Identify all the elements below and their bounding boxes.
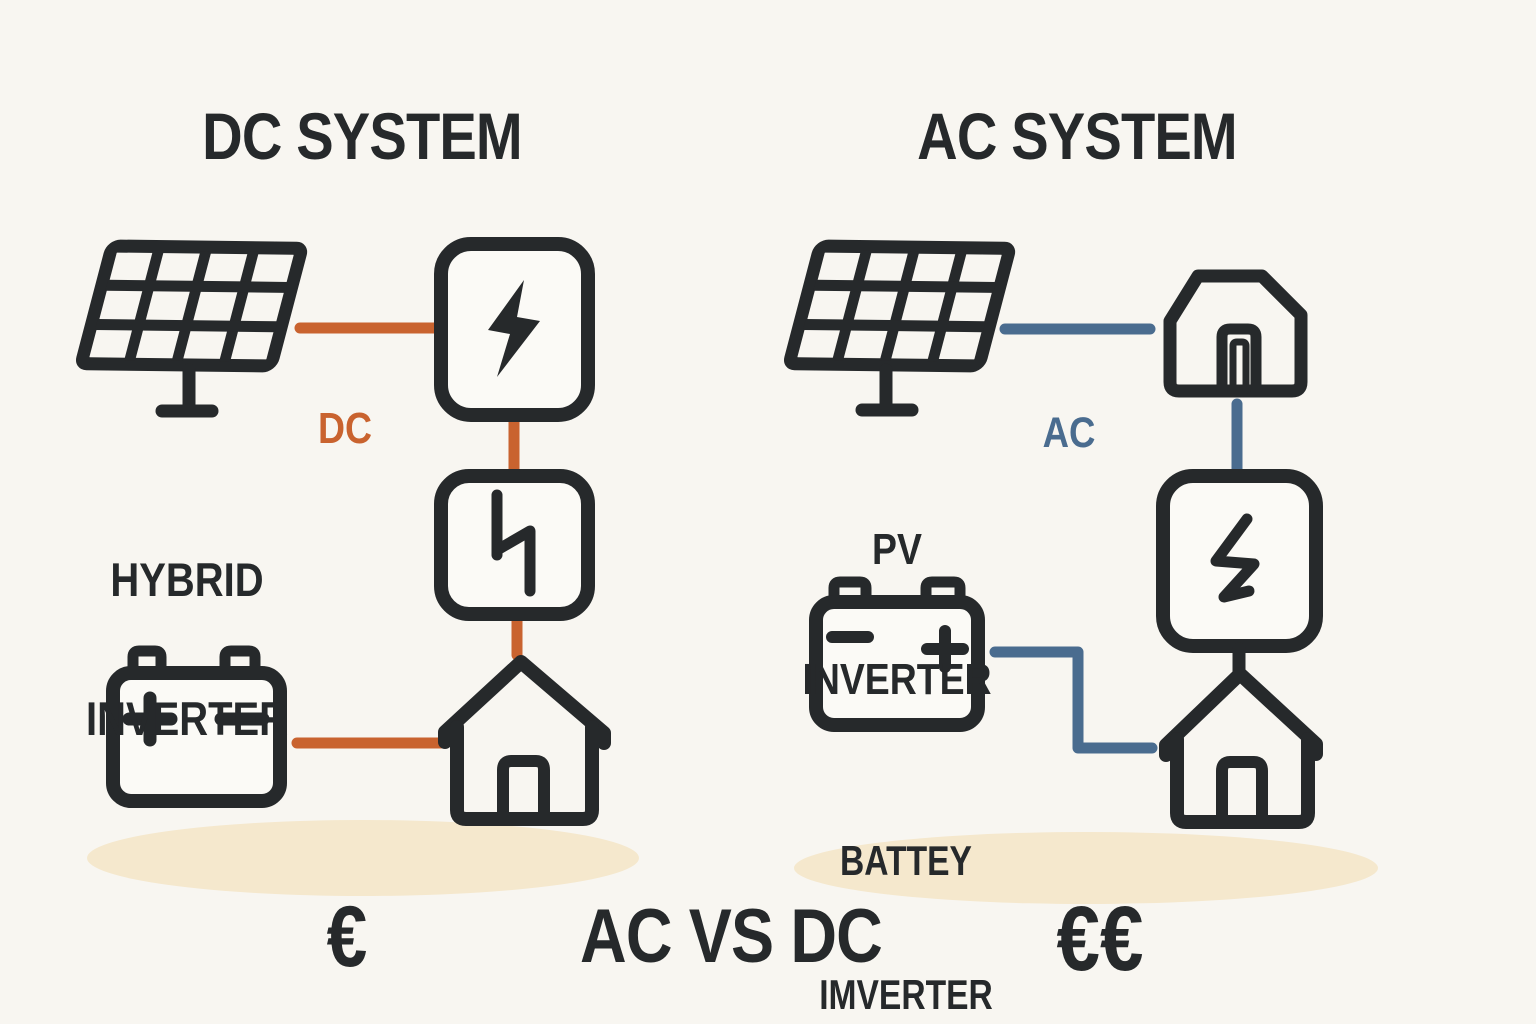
ac-cost-symbol: €€ <box>1056 888 1144 990</box>
ac-system-title: AC SYSTEM <box>917 99 1237 173</box>
hybrid-inverter-box <box>434 237 595 422</box>
solar-panel-grid <box>802 250 997 362</box>
battery-inverter-label-line1: BATTEY <box>840 837 972 884</box>
dc-cost-symbol: € <box>326 889 368 985</box>
house-icon-left <box>438 655 611 826</box>
solar-panel-frame <box>76 239 308 373</box>
house-walls <box>1170 732 1315 829</box>
house-roof <box>438 655 611 750</box>
battery-terminal <box>219 645 261 671</box>
battery-inverter-label-line2: IMVERTER <box>819 971 993 1018</box>
pv-inverter-box <box>1156 469 1323 678</box>
meter-house-door-inner <box>1229 338 1250 394</box>
dc-current-label: DC <box>317 404 373 453</box>
house-icon-right <box>1159 667 1323 829</box>
ac-current-label: AC <box>1042 409 1096 457</box>
house-door <box>497 755 550 825</box>
ac-line-battery-to-house <box>989 646 1158 754</box>
battery-inverter-label: BATTEY IMVERTER <box>819 752 993 1024</box>
pv-inverter-label: PV INVERTER <box>802 441 991 789</box>
converter-box <box>434 469 595 621</box>
battery-terminal <box>828 576 872 600</box>
lightning-bolt-icon <box>488 280 540 377</box>
battery-terminal <box>127 645 167 671</box>
solar-panel-icon-left <box>76 239 308 418</box>
pv-inverter-label-line2: INVERTER <box>802 655 992 704</box>
dc-system-title: DC SYSTEM <box>202 99 522 173</box>
house-door <box>1216 756 1268 828</box>
battery-polarity-marks <box>122 691 270 747</box>
comparison-label: AC VS DC <box>580 894 883 979</box>
pv-inverter-label-line1: PV <box>872 525 922 574</box>
house-walls <box>450 720 599 826</box>
hybrid-inverter-label-line1: HYBRID <box>110 553 264 606</box>
ac-wiring-lines <box>989 323 1243 754</box>
hybrid-inverter-label-line2: INVERTER <box>86 692 288 745</box>
lightning-bolt-icon <box>1210 513 1260 603</box>
meter-house-icon <box>1163 269 1308 398</box>
battery-icon-left <box>106 645 287 808</box>
battery-terminal <box>920 576 966 600</box>
battery-polarity-marks <box>826 625 969 673</box>
shadow-ellipse-right <box>794 832 1378 904</box>
hybrid-inverter-label: HYBRID INVERTER <box>86 463 288 835</box>
battery-icon-right <box>809 576 985 732</box>
meter-house-outline <box>1163 269 1308 398</box>
converter-icon <box>491 489 536 597</box>
solar-panel-grid <box>94 250 289 362</box>
house-roof <box>1159 667 1323 762</box>
shadow-ellipse-left <box>87 820 639 896</box>
meter-house-door <box>1216 323 1262 396</box>
solar-panel-icon-right <box>784 239 1016 417</box>
